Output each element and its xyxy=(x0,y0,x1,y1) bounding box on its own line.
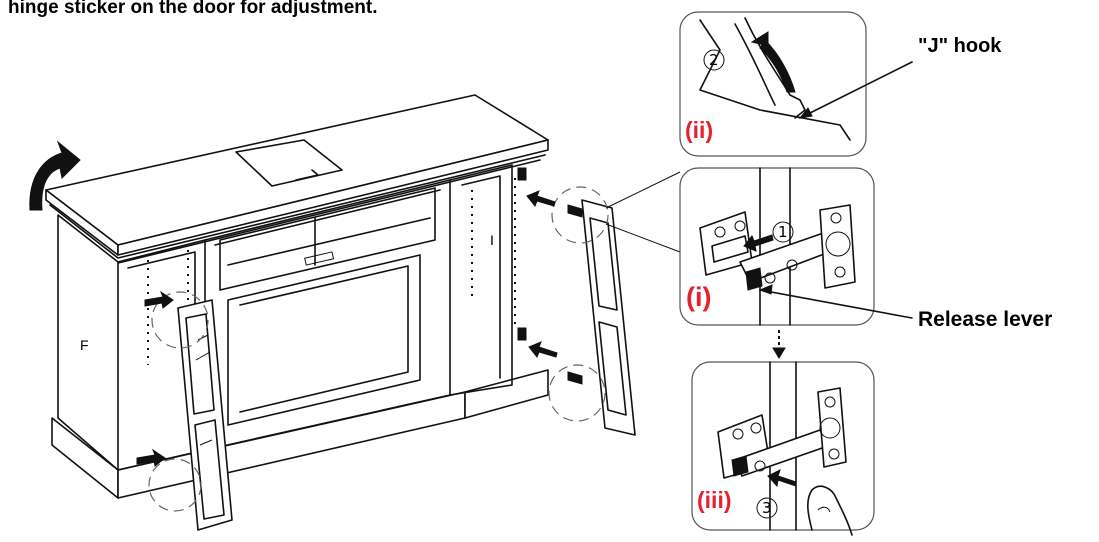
zoom-leader xyxy=(605,171,681,253)
finger-icon xyxy=(807,485,853,536)
push-arrows xyxy=(136,190,558,467)
panel-letter-left: F xyxy=(80,337,89,353)
release-lever-label: Release lever xyxy=(918,308,1052,331)
detail-i-panel: 1 (i) xyxy=(679,167,875,326)
release-lever-leader xyxy=(759,289,913,319)
step-number-2: 2 xyxy=(709,51,719,69)
step-tag-iii: (iii) xyxy=(697,487,732,513)
hinge-highlights xyxy=(148,186,609,512)
step-number-3: 3 xyxy=(762,499,772,517)
j-hook-label: "J" hook xyxy=(918,35,1002,57)
step-number-1: 1 xyxy=(778,223,788,241)
panel-letter-right: I xyxy=(490,232,494,248)
right-door xyxy=(567,199,636,436)
rotate-arrow-icon xyxy=(29,140,81,211)
j-hook-leader xyxy=(799,61,913,119)
left-door xyxy=(177,299,233,531)
step-tag-i: (i) xyxy=(686,282,711,312)
cabinet: F I xyxy=(45,94,549,499)
step-tag-ii: (ii) xyxy=(685,117,713,143)
header-instruction: hinge sticker on the door for adjustment… xyxy=(8,0,377,18)
detail-iii-panel: 3 (iii) xyxy=(691,361,875,536)
detail-ii-panel: 2 (ii) xyxy=(679,11,867,157)
down-arrow-icon xyxy=(772,330,786,359)
